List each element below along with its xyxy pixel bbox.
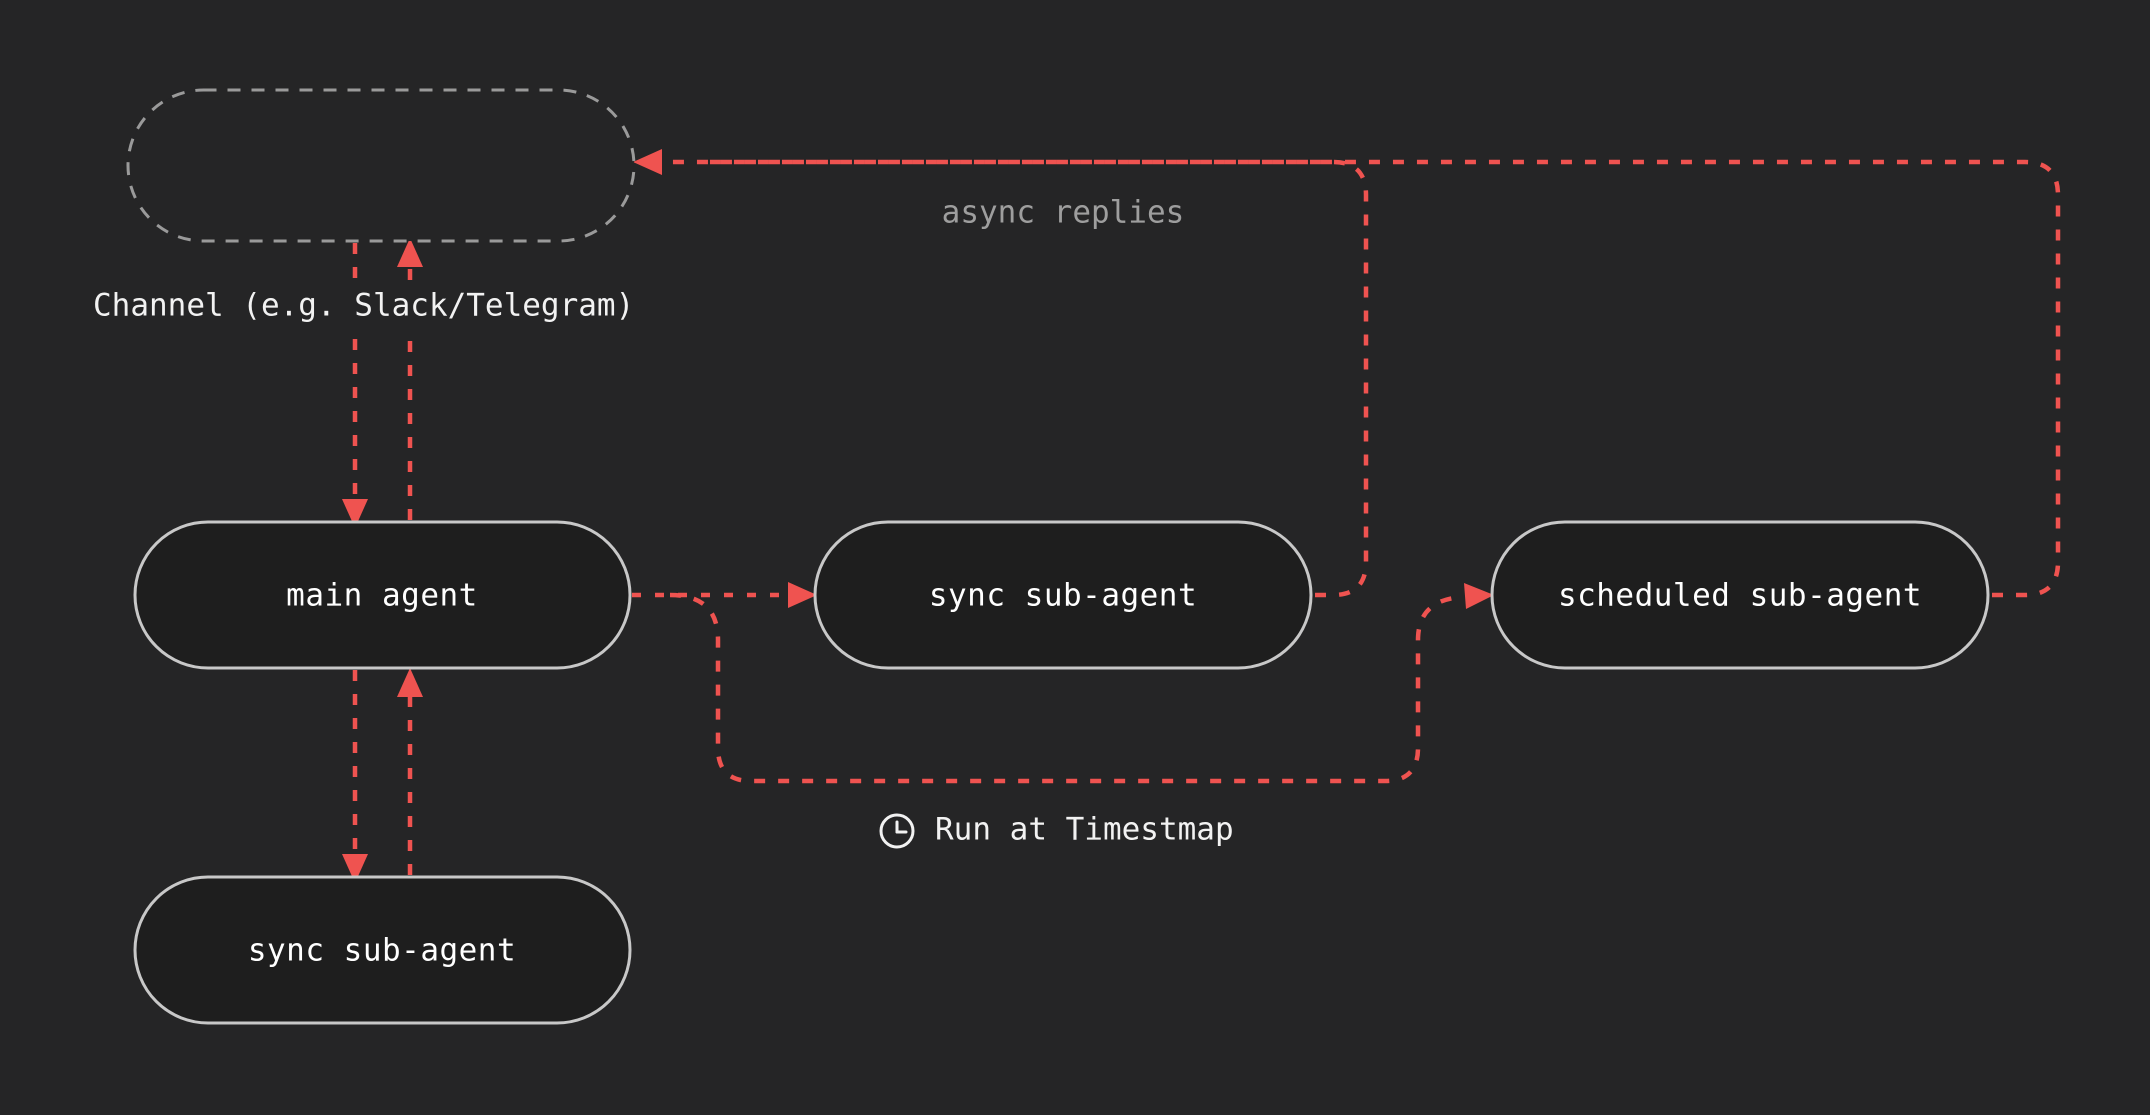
clock-icon: [879, 813, 915, 849]
arrow-head-sync-sub-agent-2-top: [342, 854, 368, 883]
caption-async-replies-text: async replies: [942, 195, 1185, 231]
arrow-head-channel-right: [633, 149, 662, 175]
node-sync-sub-agent-2[interactable]: sync sub-agent: [133, 875, 632, 1025]
edge-scheduled-to-channel: [633, 149, 2061, 598]
arrow-head-main-agent-top: [342, 499, 368, 528]
arrow-head-sync-sub-agent-left: [788, 582, 817, 608]
node-sync-sub-agent-1-label: sync sub-agent: [929, 578, 1197, 614]
node-main-agent-label: main agent: [286, 578, 478, 614]
node-channel[interactable]: [126, 88, 636, 243]
caption-run-at-timestamp-text: Run at Timestmap: [935, 812, 1234, 848]
caption-async-replies: async replies: [942, 195, 1185, 231]
node-main-agent[interactable]: main agent: [133, 520, 632, 670]
caption-channel-backing: [88, 286, 668, 328]
node-sync-sub-agent-2-shape[interactable]: [133, 875, 632, 1025]
caption-channel: Channel (e.g. Slack/Telegram): [88, 286, 668, 328]
node-sync-sub-agent-1-shape[interactable]: [813, 520, 1313, 670]
arrow-head-main-agent-bottom: [397, 668, 423, 697]
arrow-head-channel-bottom: [397, 238, 423, 267]
edge-main-to-scheduled: [669, 583, 1494, 784]
edge-sync-to-channel-async: [700, 159, 1369, 598]
arrow-head-scheduled-agent-left: [1464, 583, 1494, 609]
node-scheduled-agent-label: scheduled sub-agent: [1558, 578, 1922, 614]
node-scheduled-agent-shape[interactable]: [1490, 520, 1990, 670]
edge-sync-bottom-to-main: [397, 668, 423, 875]
edge-channel-to-main: [342, 243, 368, 528]
edge-main-to-channel: [397, 238, 423, 520]
node-sync-sub-agent-2-label: sync sub-agent: [248, 933, 516, 969]
caption-run-at-timestamp: Run at Timestmap: [879, 812, 1234, 849]
node-main-agent-shape[interactable]: [133, 520, 632, 670]
edge-main-to-sync-bottom: [342, 670, 368, 883]
node-sync-sub-agent-1[interactable]: sync sub-agent: [813, 520, 1313, 670]
node-scheduled-agent[interactable]: scheduled sub-agent: [1490, 520, 1990, 670]
caption-channel-text: Channel (e.g. Slack/Telegram): [93, 288, 634, 324]
edge-main-to-sync-right: [632, 582, 817, 608]
node-channel-shape[interactable]: [126, 88, 636, 243]
